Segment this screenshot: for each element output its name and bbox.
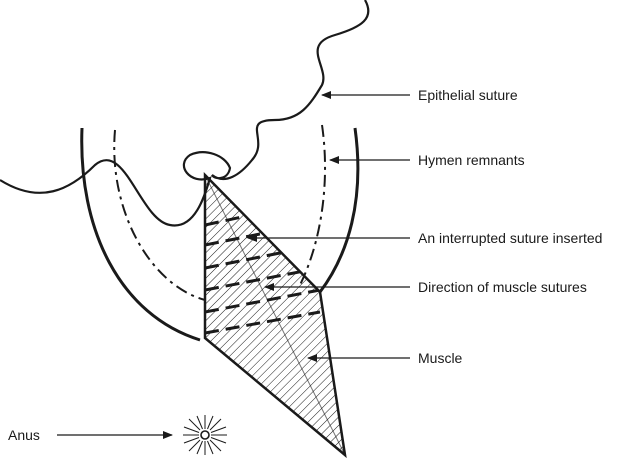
hymen-remnants-left <box>113 129 206 301</box>
epithelial-suture-thread <box>0 0 370 227</box>
interrupted-suture-label: An interrupted suture inserted <box>418 230 602 246</box>
perineal-outline-right <box>318 127 360 293</box>
muscle-suture-direction-label: Direction of muscle sutures <box>418 279 587 295</box>
hymen-remnants-label: Hymen remnants <box>418 152 525 168</box>
anus-symbol <box>183 415 227 455</box>
muscle-wedge <box>203 171 347 459</box>
muscle-label: Muscle <box>418 350 463 366</box>
epithelial-suture-label: Epithelial suture <box>418 87 518 103</box>
anus-label: Anus <box>8 427 40 443</box>
perineal-outline <box>80 127 201 342</box>
hymen-remnants-right <box>299 124 327 286</box>
